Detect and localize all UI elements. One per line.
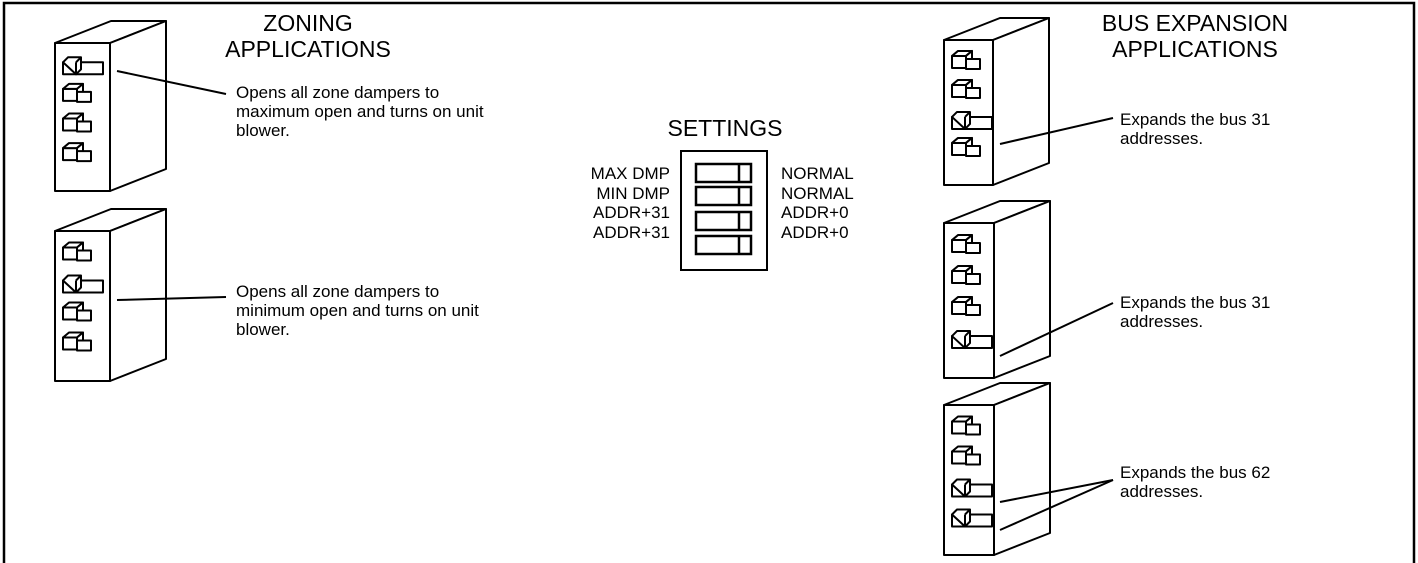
bus-31-box-2 <box>943 200 1051 379</box>
settings-left-labels: MAX DMP MIN DMP ADDR+31 ADDR+31 <box>540 164 670 242</box>
bus-31-box-1-switch-4 <box>951 136 981 157</box>
bus-expansion-title: BUS EXPANSION APPLICATIONS <box>1075 10 1315 63</box>
bus-62-box-switch-3 <box>951 478 993 498</box>
zoning-min-dmp-box-switch-2 <box>62 274 104 294</box>
bus-31-leader-2 <box>999 302 1114 357</box>
zoning-max-dmp-box-switch-3 <box>62 112 92 133</box>
settings-right-label-1: NORMAL <box>781 164 854 183</box>
bus-31-box-2-switch-4 <box>951 330 993 350</box>
bus-expansion-description-1: Expands the bus 31 addresses. <box>1120 110 1271 149</box>
zoning-max-dmp-box <box>54 20 167 192</box>
zoning-max-dmp-box-switch-4 <box>62 142 92 163</box>
bus-expansion-description-2: Expands the bus 31 addresses. <box>1120 293 1271 332</box>
settings-left-label-4: ADDR+31 <box>592 222 670 242</box>
bus-31-box-2-switch-1 <box>951 234 981 255</box>
bus-31-box-1-switch-2 <box>951 78 981 99</box>
bus-62-leader-a <box>999 479 1114 503</box>
settings-right-label-2: NORMAL <box>781 183 854 203</box>
settings-title: SETTINGS <box>667 115 783 141</box>
settings-left-label-3: ADDR+31 <box>592 203 670 222</box>
settings-switch-2 <box>694 185 753 207</box>
zoning-title: ZONING APPLICATIONS <box>218 10 398 63</box>
bus-62-box-switch-2 <box>951 445 981 466</box>
settings-right-label-4: ADDR+0 <box>781 222 849 242</box>
settings-left-label-1: MAX DMP <box>590 164 670 183</box>
zoning-max-dmp-box-switch-1 <box>62 56 104 76</box>
bus-31-box-1 <box>943 17 1050 186</box>
bus-62-leader-b <box>999 479 1114 531</box>
settings-switch-3 <box>694 210 753 232</box>
settings-switch-4 <box>694 234 753 256</box>
bus-62-box <box>943 382 1051 556</box>
settings-right-label-3: ADDR+0 <box>781 203 849 222</box>
bus-expansion-description-3: Expands the bus 62 addresses. <box>1120 463 1271 502</box>
zoning-min-leader <box>116 296 227 301</box>
zoning-min-dmp-box <box>54 208 167 382</box>
zoning-min-dmp-box-switch-1 <box>62 241 92 262</box>
bus-62-box-switch-4 <box>951 508 993 528</box>
zoning-min-dmp-box-switch-4 <box>62 331 92 352</box>
bus-31-box-2-switch-3 <box>951 296 981 317</box>
zoning-min-description: Opens all zone dampers to minimum open a… <box>236 282 479 340</box>
bus-31-box-1-switch-3 <box>951 110 993 130</box>
bus-31-box-2-switch-2 <box>951 265 981 286</box>
bus-31-leader-1 <box>999 117 1114 145</box>
zoning-min-dmp-box-switch-3 <box>62 301 92 322</box>
zoning-max-leader <box>116 70 227 95</box>
bus-62-box-switch-1 <box>951 415 981 436</box>
bus-31-box-1-switch-1 <box>951 49 981 70</box>
bus-expansion-title-text: BUS EXPANSION APPLICATIONS <box>1101 10 1289 62</box>
settings-left-label-2: MIN DMP <box>596 183 670 203</box>
settings-switch-block <box>680 150 768 271</box>
zoning-max-description: Opens all zone dampers to maximum open a… <box>236 83 484 141</box>
settings-switch-1 <box>694 162 753 184</box>
zoning-max-dmp-box-switch-2 <box>62 82 92 103</box>
zoning-title-text: ZONING APPLICATIONS <box>225 10 391 62</box>
settings-right-labels: NORMAL NORMAL ADDR+0 ADDR+0 <box>781 164 911 242</box>
